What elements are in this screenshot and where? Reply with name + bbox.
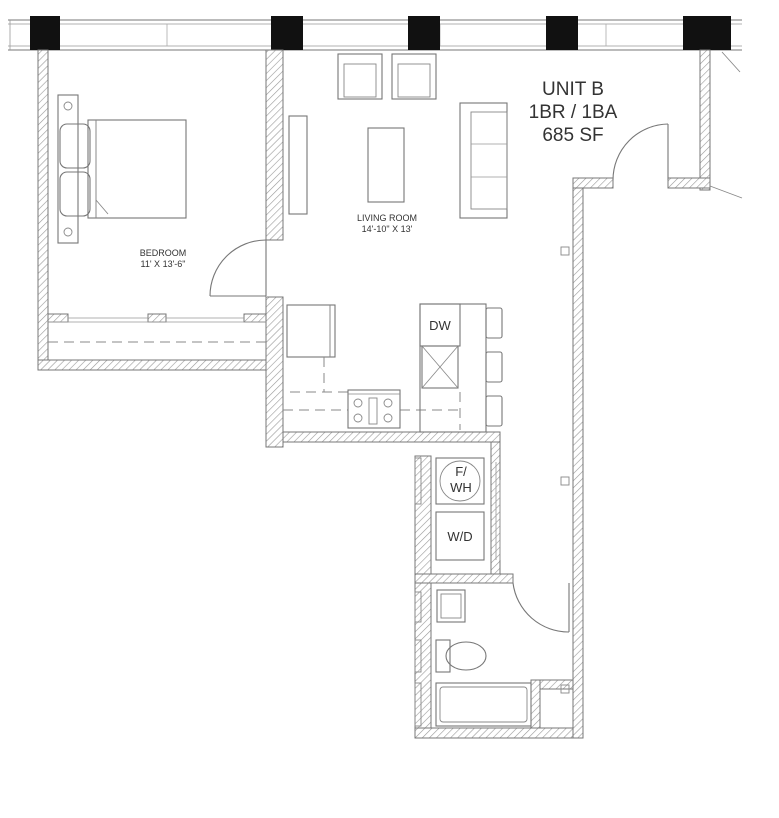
unit-title: UNIT B 1BR / 1BA 685 SF: [529, 79, 618, 146]
structural-column: [408, 16, 440, 50]
bedroom-size: 11' X 13'-6": [141, 259, 186, 269]
structural-column: [271, 16, 303, 50]
washer-dryer-label: W/D: [447, 529, 472, 544]
structural-column: [683, 16, 731, 50]
detectors: [560, 246, 570, 694]
living-furniture: [288, 53, 508, 219]
unit-name: UNIT B: [542, 79, 604, 100]
unit-area: 685 SF: [542, 125, 603, 146]
bedroom-label: BEDROOM: [140, 248, 187, 258]
dishwasher-label: DW: [429, 318, 451, 333]
bedroom-closet: [48, 317, 266, 343]
living-room-size: 14'-10" X 13': [362, 224, 413, 234]
water-heater-label-bottom: WH: [450, 480, 472, 495]
walls: [37, 49, 711, 739]
structural-column: [546, 16, 578, 50]
bathroom: [414, 457, 532, 727]
bed: [57, 94, 187, 244]
kitchen: [283, 303, 503, 433]
doors: [209, 51, 743, 633]
structural-column: [30, 16, 60, 50]
water-heater-label-top: F/: [455, 464, 467, 479]
living-room-label: LIVING ROOM: [357, 213, 417, 223]
unit-layout: 1BR / 1BA: [529, 102, 618, 123]
window-wall: [8, 16, 742, 51]
laundry: [435, 457, 501, 561]
